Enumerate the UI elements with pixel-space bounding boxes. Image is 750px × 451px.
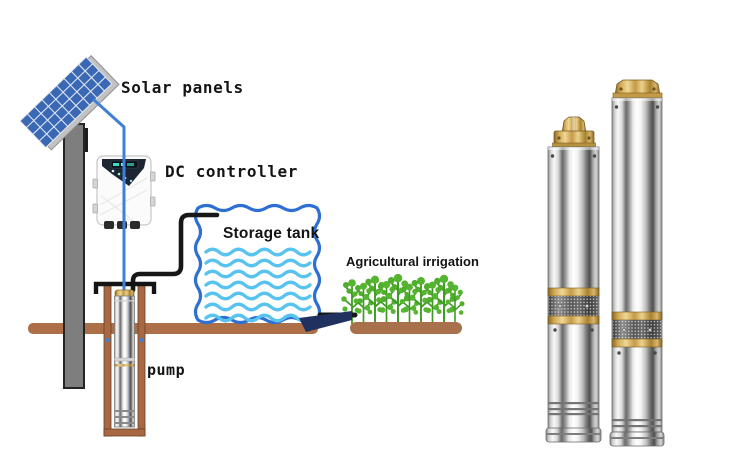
wire-clip [105, 338, 110, 342]
storage-tank [193, 203, 322, 325]
label-agricultural-irrigation: Agricultural irrigation [346, 254, 479, 269]
water-waves [204, 247, 312, 323]
ground-bar [28, 323, 318, 334]
product-pump-short [545, 116, 602, 443]
submersible-pump-in-well [114, 289, 135, 428]
label-pump: pump [147, 361, 186, 379]
wire-clip [139, 338, 144, 342]
product-pump-tall [609, 79, 665, 447]
label-solar-panels: Solar panels [121, 78, 244, 97]
cable-glands [104, 221, 140, 229]
power-wire [92, 98, 126, 291]
label-storage-tank: Storage tank [223, 225, 320, 242]
solar-panel [19, 55, 120, 151]
irrigation-plants [340, 272, 466, 326]
mount-pole [63, 123, 85, 389]
pipe-well-to-tank [130, 212, 220, 293]
field-soil [350, 322, 462, 334]
label-dc-controller: DC controller [165, 162, 299, 181]
spray-nozzle [299, 311, 352, 332]
